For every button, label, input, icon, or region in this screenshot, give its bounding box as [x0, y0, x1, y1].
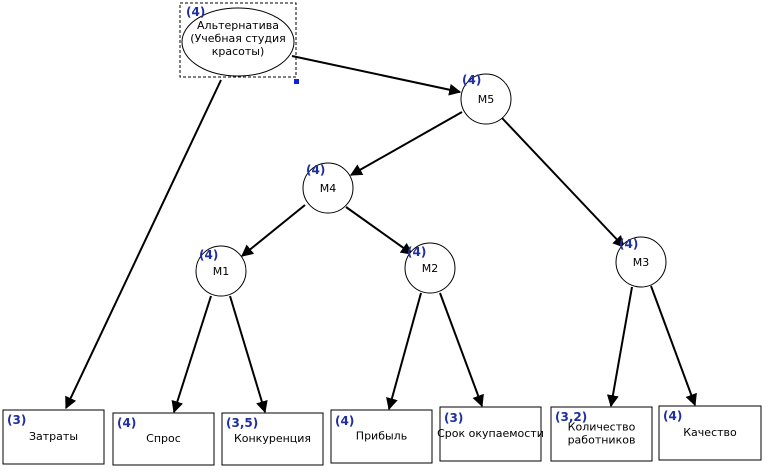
node-score: (3) [444, 411, 463, 425]
node-ellipse [181, 7, 295, 77]
node-zatraty[interactable]: Затраты(3) [2, 409, 105, 465]
node-label: M4 [320, 182, 337, 195]
edge-m3-to-kolvo [606, 286, 633, 408]
edge-m3-to-kachestvo [650, 285, 697, 407]
node-circle [460, 73, 512, 125]
resize-handle[interactable] [294, 79, 299, 84]
node-score: (4) [663, 409, 682, 423]
nodes-layer: Альтернатива(Учебная студиякрасоты)(4)M5… [2, 2, 762, 466]
node-label: работников [568, 434, 636, 447]
node-box [112, 412, 215, 466]
edge-m4-to-m1 [241, 204, 306, 257]
node-label: M5 [478, 93, 495, 106]
node-m1[interactable]: M1(4) [195, 245, 247, 297]
node-score: (4) [117, 416, 136, 430]
node-score: (4) [199, 248, 218, 262]
node-circle [195, 245, 247, 297]
node-box [439, 406, 542, 462]
node-konkur[interactable]: Конкуренция (3,5) [221, 412, 324, 466]
node-m4[interactable]: M4(4) [302, 162, 354, 214]
node-box [330, 409, 433, 464]
node-label: Срок окупаемости [437, 427, 544, 440]
node-label: M1 [213, 265, 230, 278]
node-srok[interactable]: Срок окупаемости (3) [437, 406, 544, 462]
node-label: Спрос [146, 432, 181, 445]
node-score: (4) [462, 73, 481, 87]
node-score: (4) [306, 163, 325, 177]
node-m2[interactable]: M2(4) [404, 242, 456, 294]
node-box [221, 412, 324, 466]
edges-layer [65, 55, 697, 414]
node-m3[interactable]: M3(4) [615, 236, 667, 288]
node-label: (Учебная студия [190, 32, 285, 45]
node-label: M3 [633, 256, 650, 269]
node-kachestvo[interactable]: Качество(4) [658, 405, 762, 461]
node-box [658, 405, 762, 461]
edge-m2-to-pribyl [386, 292, 422, 411]
node-score: (3,5) [226, 416, 258, 430]
node-box [550, 406, 653, 462]
node-label: красоты) [212, 45, 265, 58]
edge-m4-to-m2 [345, 206, 413, 255]
node-score: (4) [407, 245, 426, 259]
node-m5[interactable]: M5(4) [460, 73, 512, 125]
node-score: (4) [619, 237, 638, 251]
node-score: (3,2) [555, 410, 587, 424]
node-box [2, 409, 105, 465]
node-label: Прибыль [356, 430, 407, 443]
node-label: Затраты [29, 430, 78, 443]
node-label: Качество [683, 426, 737, 439]
node-score: (4) [335, 414, 354, 428]
edge-m1-to-konkur [229, 295, 268, 414]
edge-m5-to-m3 [501, 117, 625, 248]
selection-frame [179, 2, 297, 78]
edge-m2-to-srok [439, 292, 484, 408]
node-circle [404, 242, 456, 294]
node-label: M2 [422, 262, 439, 275]
edge-root-to-m5 [291, 55, 462, 96]
node-pribyl[interactable]: Прибыль(4) [330, 409, 433, 464]
edge-m1-to-spros [171, 295, 212, 414]
node-label: Конкуренция [234, 432, 311, 445]
edge-m5-to-m4 [349, 111, 463, 176]
node-score: (4) [186, 5, 205, 19]
node-label: Альтернатива [197, 19, 279, 32]
node-label: Количество [568, 421, 636, 434]
node-score: (3) [7, 413, 26, 427]
node-spros[interactable]: Спрос (4) [112, 412, 215, 466]
node-circle [302, 162, 354, 214]
node-circle [615, 236, 667, 288]
edge-root-to-zatraty [65, 79, 222, 410]
